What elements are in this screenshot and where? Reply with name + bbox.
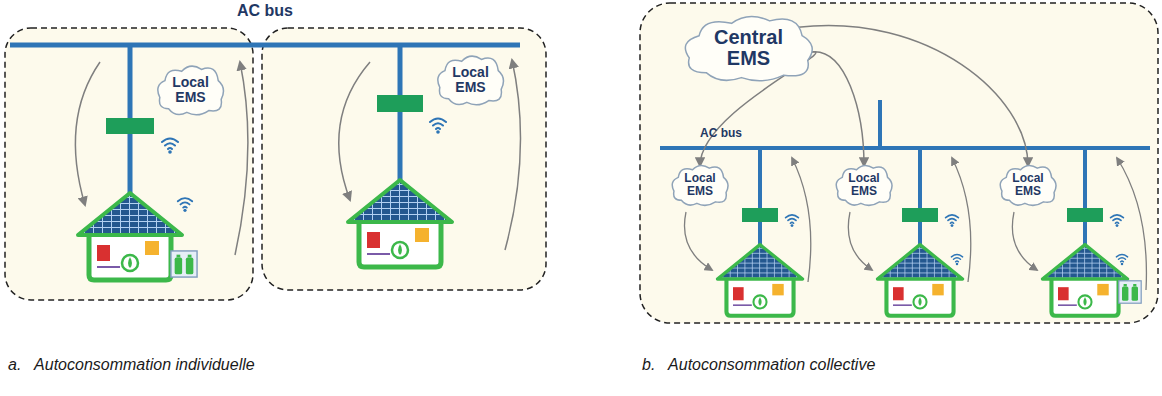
ems-cloud: Local EMS bbox=[833, 162, 895, 208]
ems-cloud: Local EMS bbox=[434, 52, 507, 108]
ems-cloud: Local EMS bbox=[997, 162, 1059, 208]
caption: a. Autoconsommation individuelle bbox=[8, 356, 255, 374]
node-text: Local EMS bbox=[845, 172, 883, 197]
caption: b. Autoconsommation collective bbox=[642, 356, 875, 374]
control-arrow bbox=[798, 26, 1028, 166]
bus-label: AC bus bbox=[237, 2, 293, 20]
node-text: Local EMS bbox=[681, 172, 719, 197]
node-text: Local EMS bbox=[168, 75, 213, 104]
ems-cloud: Central EMS bbox=[678, 11, 819, 85]
control-arrow bbox=[811, 52, 864, 166]
node-text: Local EMS bbox=[448, 65, 493, 94]
node-text: Local EMS bbox=[1009, 172, 1047, 197]
node-text: Central EMS bbox=[705, 27, 792, 69]
ems-cloud: Local EMS bbox=[154, 62, 227, 118]
ems-cloud: Local EMS bbox=[669, 162, 731, 208]
bus-label: AC bus bbox=[700, 126, 742, 140]
